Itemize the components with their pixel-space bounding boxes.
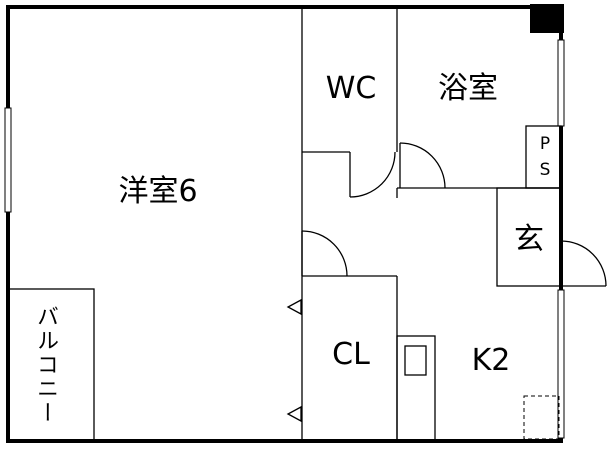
corner-pillar bbox=[530, 4, 564, 33]
room-label-wc: WC bbox=[325, 71, 377, 106]
room-label-bathroom: 浴室 bbox=[438, 71, 498, 106]
room-label-ps-bottom: S bbox=[539, 160, 551, 180]
appliance-space bbox=[396, 335, 436, 442]
left-window bbox=[4, 107, 12, 213]
right-window-lower bbox=[557, 289, 565, 439]
sliding-door-marker-upper bbox=[286, 298, 302, 316]
appliance-icon bbox=[404, 345, 427, 376]
room-label-western: 洋室6 bbox=[118, 174, 198, 209]
door-entrance bbox=[560, 240, 607, 287]
balcony-box bbox=[7, 288, 95, 442]
room-label-ps-top: P bbox=[539, 134, 551, 154]
door-bathroom bbox=[399, 142, 446, 189]
room-label-entrance: 玄 bbox=[514, 222, 544, 257]
room-label-balcony: バルコニー bbox=[33, 305, 58, 425]
sliding-door-marker-lower bbox=[286, 405, 302, 423]
room-label-closet: CL bbox=[332, 337, 370, 372]
entrance-box bbox=[496, 187, 562, 287]
interior-walls bbox=[7, 7, 562, 442]
dashed-area bbox=[523, 395, 560, 440]
room-label-kitchen: K2 bbox=[471, 343, 511, 378]
door-closet bbox=[301, 230, 348, 277]
door-wc bbox=[349, 151, 396, 198]
right-window-upper bbox=[557, 39, 565, 127]
